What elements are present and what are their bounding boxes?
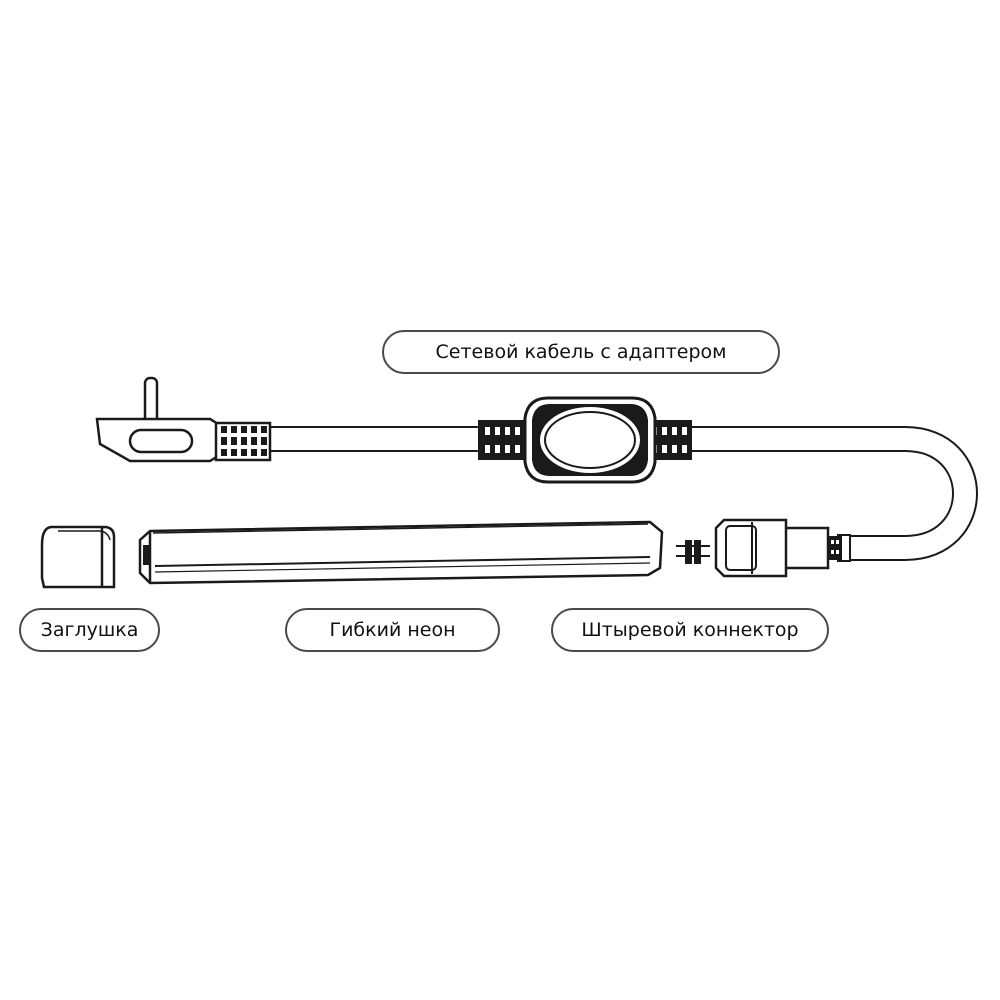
connector-pins-icon [676, 540, 710, 564]
pin-connector-icon [714, 518, 851, 578]
label-flexible-neon: Гибкий неон [285, 608, 500, 652]
adapter-icon [478, 396, 692, 484]
label-pin-connector: Штыревой коннектор [551, 608, 829, 652]
power-cable [268, 426, 978, 561]
power-plug-icon [95, 376, 272, 463]
flexible-neon-strip [138, 520, 664, 585]
end-cap-icon [40, 525, 116, 589]
label-end-cap: Заглушка [19, 608, 160, 652]
label-power-cable-with-adapter: Сетевой кабель с адаптером [382, 330, 780, 374]
